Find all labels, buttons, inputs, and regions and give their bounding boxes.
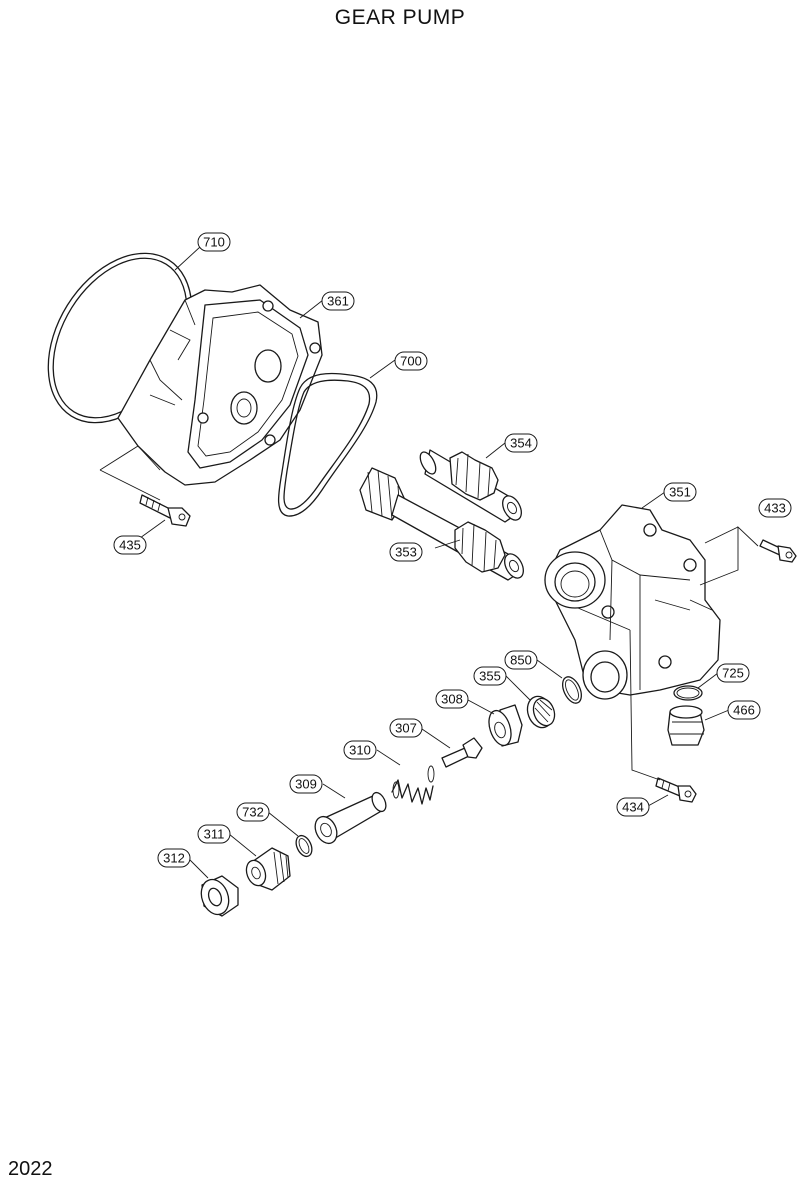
poppet-307	[441, 737, 483, 768]
pump-cover-361	[117, 284, 323, 486]
svg-text:307: 307	[395, 721, 417, 736]
svg-text:732: 732	[242, 805, 264, 820]
callout-355: 355	[473, 666, 507, 686]
svg-text:353: 353	[395, 545, 417, 560]
gasket-700	[277, 372, 378, 517]
svg-text:311: 311	[204, 827, 225, 842]
svg-text:725: 725	[722, 666, 744, 681]
valve-seat-308	[488, 704, 523, 747]
bolt-434	[655, 777, 697, 803]
callout-725: 725	[716, 663, 750, 683]
svg-text:435: 435	[119, 538, 141, 553]
callout-309: 309	[289, 774, 323, 794]
callout-312: 312	[157, 848, 191, 868]
sleeve-309	[314, 791, 387, 845]
adjusting-screw-311	[245, 847, 291, 891]
gear-shaft-353	[359, 467, 524, 581]
callout-466: 466	[727, 700, 761, 720]
callout-732: 732	[236, 802, 270, 822]
svg-text:312: 312	[163, 851, 185, 866]
svg-text:433: 433	[764, 501, 786, 516]
callout-361: 361	[321, 291, 355, 311]
bolt-435	[139, 494, 191, 527]
o-ring-732	[295, 834, 313, 858]
o-ring-725	[673, 685, 703, 701]
callout-353: 353	[389, 542, 423, 562]
callout-433: 433	[758, 498, 792, 518]
svg-text:850: 850	[510, 653, 532, 668]
callout-307: 307	[389, 718, 423, 738]
lock-nut-312	[200, 875, 239, 917]
callout-354: 354	[504, 433, 538, 453]
callout-700: 700	[394, 351, 428, 371]
svg-text:361: 361	[327, 294, 349, 309]
callout-311: 311	[197, 824, 231, 844]
pump-body-351	[544, 504, 721, 700]
callout-310: 310	[343, 740, 377, 760]
svg-text:434: 434	[622, 800, 644, 815]
svg-text:710: 710	[203, 235, 225, 250]
callout-308: 308	[435, 689, 469, 709]
callout-434: 434	[616, 797, 650, 817]
svg-text:309: 309	[295, 777, 317, 792]
callout-435: 435	[113, 535, 147, 555]
callout-850: 850	[504, 650, 538, 670]
spring-310	[391, 765, 435, 805]
svg-text:310: 310	[349, 743, 371, 758]
svg-text:466: 466	[733, 703, 755, 718]
plug-466	[667, 705, 705, 746]
svg-text:355: 355	[479, 669, 501, 684]
svg-text:308: 308	[441, 692, 463, 707]
callout-710: 710	[197, 232, 231, 252]
svg-text:351: 351	[669, 485, 691, 500]
gear-shaft-354	[419, 449, 522, 523]
leader-lines	[99, 246, 759, 879]
svg-text:700: 700	[400, 354, 422, 369]
bolt-433	[759, 539, 797, 563]
snap-ring-850	[561, 676, 583, 704]
diagram-title: GEAR PUMP	[334, 6, 466, 29]
callout-351: 351	[663, 482, 697, 502]
filter-355	[526, 695, 556, 729]
svg-text:354: 354	[510, 436, 532, 451]
page-code: 2022	[8, 1158, 53, 1180]
